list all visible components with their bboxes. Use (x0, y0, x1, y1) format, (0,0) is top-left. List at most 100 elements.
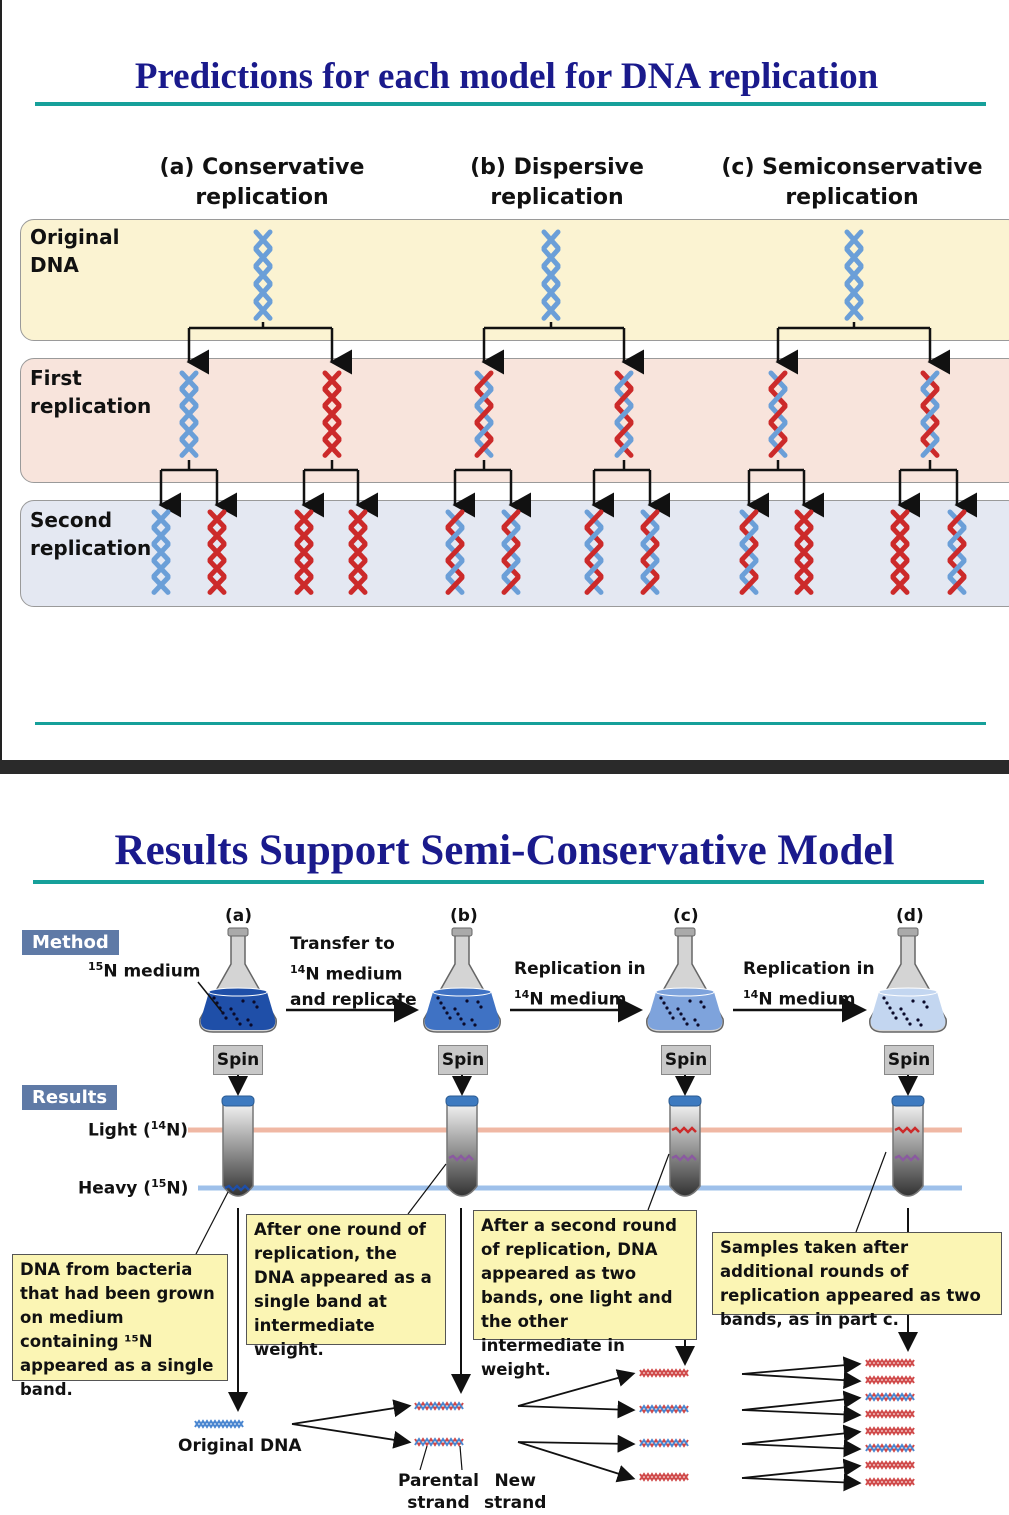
original-helix-1 (541, 229, 561, 321)
tube-band-2-1 (671, 1154, 697, 1162)
duplex-gen3-0 (865, 1358, 915, 1368)
light-band-label: Light (14N) (88, 1119, 189, 1141)
original-dna-label: Original DNA (178, 1436, 302, 1456)
bottom-rule (35, 722, 986, 725)
pointer-parental (419, 1445, 428, 1471)
n15-medium-label: 15N medium (88, 960, 201, 982)
duplex-gen3-5 (865, 1443, 915, 1453)
tube-band-3-1 (894, 1154, 920, 1162)
first-helix-1-1 (614, 370, 634, 458)
spin-box-b: Spin (438, 1045, 488, 1075)
slide2-title: Results Support Semi-Conservative Model (114, 827, 895, 874)
row-label-original: Original DNA (30, 225, 120, 277)
pointer-d (855, 1151, 887, 1233)
bracket-first-0-lines (187, 322, 334, 362)
row-label-first: First replication (30, 366, 152, 418)
duplex-gen2-3 (639, 1472, 689, 1482)
results-tag: Results (22, 1085, 118, 1110)
bracket-second-0-1-lines (302, 460, 360, 505)
flask-letter-b: (b) (450, 906, 478, 926)
centrifuge-tube-d (891, 1095, 925, 1197)
branch-g2-3-b (741, 1473, 862, 1492)
second-helix-0-1-1 (348, 509, 368, 595)
duplex-gen3-4 (865, 1426, 915, 1436)
title-rule-2 (33, 880, 984, 884)
second-helix-0-0-0 (151, 509, 171, 595)
branch-g1b-0 (517, 1434, 636, 1453)
branch-g2-1-b (741, 1405, 862, 1424)
second-helix-2-1-1 (947, 509, 967, 595)
duplex-gen1-bottom (414, 1437, 464, 1447)
centrifuge-tube-a (221, 1095, 255, 1197)
branch-orig-top (291, 1399, 412, 1425)
first-helix-0-0 (179, 370, 199, 458)
replication-label-2: Replication in 14N medium (743, 959, 875, 1010)
flask-letter-a: (a) (225, 906, 253, 926)
heavy-band-label: Heavy (15N) (78, 1177, 189, 1199)
bracket-second-1-1-lines (592, 460, 652, 505)
note-d: Samples taken after additional rounds of… (712, 1232, 1002, 1329)
medium-pointer (197, 981, 223, 1013)
flask-c (646, 927, 724, 1033)
bracket-second-2-0-lines (747, 460, 806, 505)
second-helix-1-1-0 (584, 509, 604, 595)
second-helix-2-0-1 (794, 509, 814, 595)
first-helix-1-0 (474, 370, 494, 458)
pointer-new (459, 1445, 463, 1471)
bracket-second-1-0 (452, 460, 531, 518)
bracket-second-0-0-lines (159, 460, 219, 505)
duplex-gen1-top (414, 1401, 464, 1411)
original-helix-2 (844, 229, 864, 321)
duplex-gen3-3 (865, 1409, 915, 1419)
replication-model-diagram (151, 229, 977, 595)
second-helix-0-1-0 (294, 509, 314, 595)
bracket-second-2-1 (897, 460, 977, 518)
flask-b (423, 927, 501, 1033)
slide-divider (0, 760, 1009, 774)
slide1-title: Predictions for each model for DNA repli… (134, 56, 879, 97)
duplex-gen3-7 (865, 1477, 915, 1487)
duplex-gen2-0 (639, 1368, 689, 1378)
pointer-c (647, 1153, 670, 1211)
bracket-first-2-lines (776, 322, 932, 362)
new-strand-label: New strand (484, 1471, 547, 1513)
first-helix-0-1 (322, 370, 342, 458)
second-helix-2-0-0 (739, 509, 759, 595)
tube-band-2-0 (671, 1126, 697, 1134)
pointer-a (195, 1191, 229, 1255)
duplex-gen3-1 (865, 1375, 915, 1385)
branch-orig-bot (291, 1423, 412, 1449)
bracket-second-0-1 (301, 460, 378, 518)
bracket-second-2-0 (746, 460, 824, 518)
second-helix-1-0-0 (445, 509, 465, 595)
method-tag: Method (22, 930, 119, 955)
slide-results: Results Support Semi-Conservative Model … (0, 774, 1009, 1515)
centrifuge-tube-c (668, 1095, 702, 1197)
bracket-first-1 (481, 322, 644, 375)
note-c: After a second round of replication, DNA… (473, 1210, 697, 1379)
note-a: DNA from bacteria that had been grown on… (12, 1254, 228, 1399)
flask-a (199, 927, 277, 1033)
spin-box-c: Spin (661, 1045, 711, 1075)
first-helix-2-1 (920, 370, 940, 458)
row-label-second: Second replication (30, 508, 152, 560)
second-helix-2-1-0 (890, 509, 910, 595)
duplex-gen2-2 (639, 1438, 689, 1448)
flask-letter-d: (d) (896, 906, 924, 926)
bracket-first-2 (775, 322, 950, 375)
tube-band-0-0 (224, 1184, 250, 1192)
duplex-gen3-2 (865, 1392, 915, 1402)
bracket-second-1-1 (591, 460, 670, 518)
branch-g1b-1 (517, 1441, 636, 1483)
bracket-second-0-0 (158, 460, 237, 518)
spin-box-a: Spin (213, 1045, 263, 1075)
bracket-first-0 (186, 322, 352, 375)
second-helix-1-0-1 (501, 509, 521, 595)
branch-g1a-0 (517, 1369, 636, 1407)
slide-predictions: Predictions for each model for DNA repli… (0, 0, 1009, 760)
parental-strand-label: Parental strand (398, 1471, 479, 1513)
bracket-second-2-1-lines (898, 460, 959, 505)
